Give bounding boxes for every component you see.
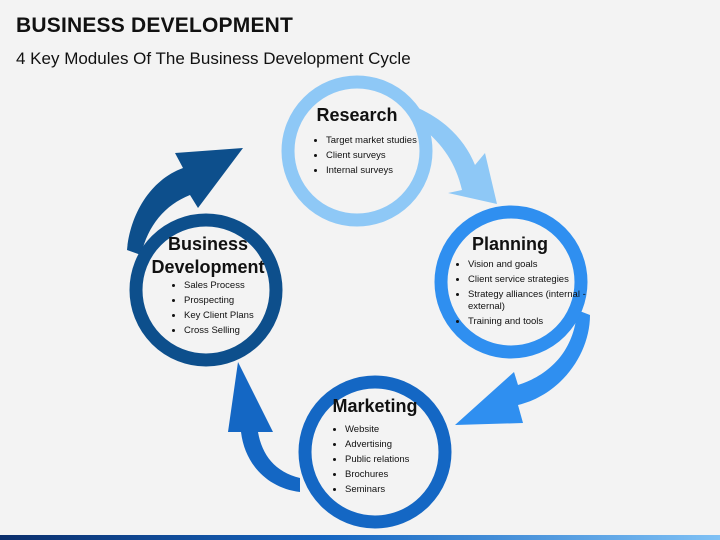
list-item: Prospecting bbox=[184, 295, 274, 307]
list-item: Sales Process bbox=[184, 280, 274, 292]
marketing-title: Marketing bbox=[332, 396, 418, 416]
list-item: Client service strategies bbox=[468, 274, 588, 286]
list-item: Brochures bbox=[345, 469, 435, 481]
business-development-title-line2: Development bbox=[151, 257, 265, 277]
planning-module-shape bbox=[434, 205, 590, 425]
marketing-ring bbox=[298, 375, 452, 529]
business-development-title: Business Development bbox=[146, 233, 270, 279]
research-list: Target market studies Client surveys Int… bbox=[312, 135, 418, 180]
business-development-title-line1: Business bbox=[167, 234, 249, 254]
page-subtitle: 4 Key Modules Of The Business Developmen… bbox=[16, 49, 411, 68]
marketing-module-shape bbox=[228, 362, 452, 529]
business-development-ring bbox=[129, 213, 283, 367]
research-arrow bbox=[412, 108, 497, 204]
list-item: Key Client Plans bbox=[184, 310, 274, 322]
list-item: Advertising bbox=[345, 439, 435, 451]
list-item: Cross Selling bbox=[184, 325, 274, 337]
research-module-shape bbox=[281, 75, 497, 227]
planning-ring bbox=[434, 205, 588, 359]
list-item: Strategy alliances (internal - external) bbox=[468, 289, 588, 313]
research-title: Research bbox=[316, 105, 398, 125]
business-development-module-shape bbox=[127, 148, 283, 367]
planning-list: Vision and goals Client service strategi… bbox=[454, 259, 588, 331]
list-item: Client surveys bbox=[326, 150, 418, 162]
list-item: Training and tools bbox=[468, 316, 588, 328]
marketing-list: Website Advertising Public relations Bro… bbox=[331, 424, 435, 499]
business-development-list: Sales Process Prospecting Key Client Pla… bbox=[170, 280, 274, 340]
list-item: Vision and goals bbox=[468, 259, 588, 271]
list-item: Internal surveys bbox=[326, 165, 418, 177]
list-item: Target market studies bbox=[326, 135, 418, 147]
planning-title: Planning bbox=[472, 234, 548, 254]
list-item: Website bbox=[345, 424, 435, 436]
page-title: BUSINESS DEVELOPMENT bbox=[16, 14, 294, 37]
list-item: Seminars bbox=[345, 484, 435, 496]
planning-arrow bbox=[455, 310, 590, 425]
business-development-arrow bbox=[127, 148, 243, 255]
research-ring bbox=[281, 75, 433, 227]
list-item: Public relations bbox=[345, 454, 435, 466]
bottom-accent-bar bbox=[0, 535, 720, 540]
marketing-arrow bbox=[228, 362, 300, 492]
